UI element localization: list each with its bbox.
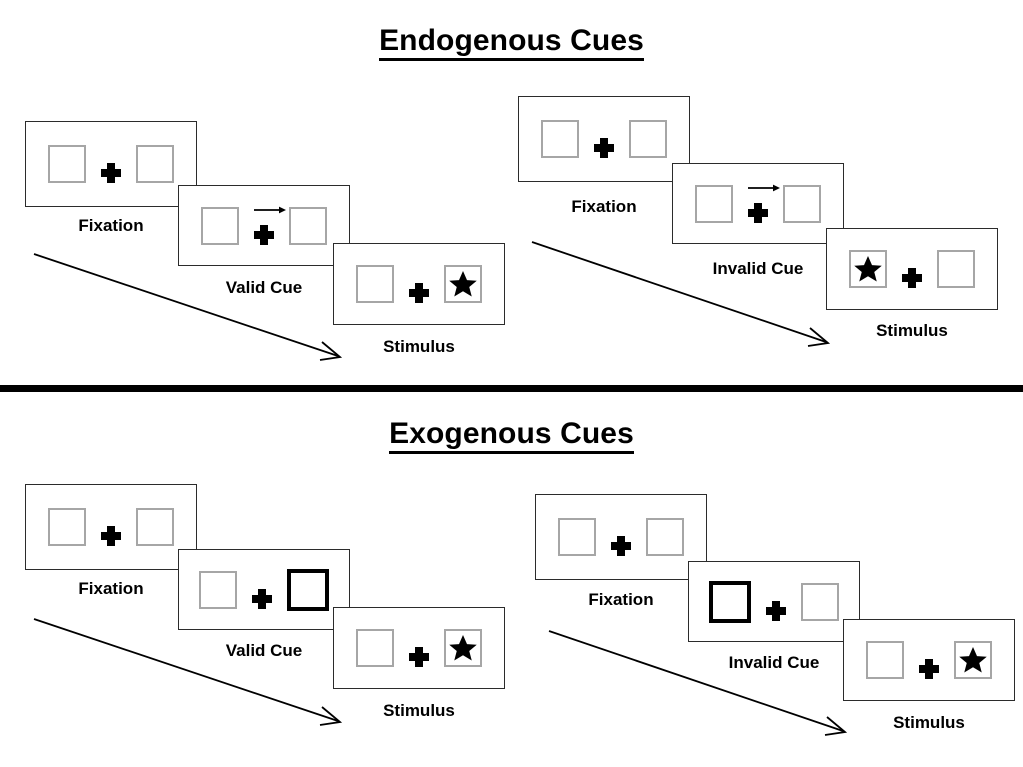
placeholder-box-right bbox=[136, 508, 174, 546]
panel-endogenous-valid-fixation bbox=[25, 121, 197, 207]
plus-icon bbox=[100, 525, 122, 547]
panel-label-endogenous-invalid-stimulus: Stimulus bbox=[876, 321, 948, 340]
panel-endogenous-invalid-fixation bbox=[518, 96, 690, 182]
fixation-cross-wrap bbox=[100, 144, 122, 184]
placeholder-box-left bbox=[558, 518, 596, 556]
panel-label-endogenous-valid-stimulus: Stimulus bbox=[383, 337, 455, 356]
plus-icon bbox=[610, 535, 632, 557]
timeline-arrow-icon bbox=[531, 241, 831, 347]
cued-box-right bbox=[287, 568, 329, 611]
placeholder-box-right bbox=[289, 206, 327, 245]
placeholder-box-left bbox=[356, 265, 394, 303]
plus-icon bbox=[408, 282, 430, 304]
panel-label-endogenous-invalid-fixation: Fixation bbox=[571, 197, 637, 216]
placeholder-box-right bbox=[136, 145, 174, 183]
panel-label-exogenous-invalid-fixation: Fixation bbox=[588, 590, 654, 609]
panel-label-exogenous-invalid-stimulus: Stimulus bbox=[893, 713, 965, 732]
section-title-exogenous-text: Exogenous Cues bbox=[389, 417, 634, 454]
star-icon bbox=[854, 256, 882, 282]
plus-icon bbox=[765, 600, 787, 622]
placeholder-box-right bbox=[646, 518, 684, 556]
panel-exogenous-valid-fixation bbox=[25, 484, 197, 570]
panel-exogenous-invalid-fixation bbox=[535, 494, 707, 580]
section-title-endogenous-text: Endogenous Cues bbox=[379, 24, 644, 61]
section-divider bbox=[0, 385, 1023, 392]
plus-icon bbox=[747, 202, 769, 224]
plus-icon bbox=[408, 646, 430, 668]
fixation-cross-wrap bbox=[253, 206, 286, 246]
section-title-exogenous: Exogenous Cues bbox=[0, 417, 1023, 454]
fixation-cross-wrap bbox=[100, 507, 122, 547]
section-title-endogenous: Endogenous Cues bbox=[0, 24, 1023, 61]
placeholder-box-left bbox=[695, 184, 733, 223]
fixation-cross-wrap bbox=[901, 249, 923, 289]
plus-icon bbox=[100, 162, 122, 184]
fixation-cross-wrap bbox=[747, 184, 780, 224]
panel-label-endogenous-valid-cue: Valid Cue bbox=[225, 278, 303, 297]
timeline-arrow-icon bbox=[33, 618, 343, 726]
cued-box-left bbox=[709, 580, 751, 623]
plus-icon bbox=[251, 588, 273, 610]
timeline-arrow-icon bbox=[548, 630, 848, 736]
placeholder-box-right bbox=[444, 265, 482, 303]
placeholder-box-left bbox=[48, 145, 86, 183]
panel-endogenous-valid-cue bbox=[178, 185, 350, 266]
placeholder-box-right bbox=[801, 582, 839, 621]
placeholder-box-left bbox=[48, 508, 86, 546]
panel-label-endogenous-valid-fixation: Fixation bbox=[78, 216, 144, 235]
panel-exogenous-valid-stimulus bbox=[333, 607, 505, 689]
fixation-cross-wrap bbox=[408, 264, 430, 304]
arrow-right-icon bbox=[254, 206, 286, 213]
plus-icon bbox=[253, 224, 275, 246]
panel-label-exogenous-valid-stimulus: Stimulus bbox=[383, 701, 455, 720]
fixation-cross-wrap bbox=[918, 640, 940, 680]
placeholder-box-right bbox=[954, 641, 992, 679]
placeholder-box-left bbox=[541, 120, 579, 158]
timeline-arrow-icon bbox=[33, 253, 343, 361]
placeholder-box-left bbox=[356, 629, 394, 667]
placeholder-box-right bbox=[783, 184, 821, 223]
panel-label-exogenous-valid-cue: Valid Cue bbox=[225, 641, 303, 660]
star-icon bbox=[959, 647, 987, 673]
panel-label-exogenous-valid-fixation: Fixation bbox=[78, 579, 144, 598]
star-icon bbox=[449, 635, 477, 661]
panel-endogenous-invalid-cue bbox=[672, 163, 844, 244]
panel-exogenous-valid-cue bbox=[178, 549, 350, 630]
plus-icon bbox=[593, 137, 615, 159]
panel-label-endogenous-invalid-cue: Invalid Cue bbox=[712, 259, 804, 278]
fixation-cross-wrap bbox=[408, 628, 430, 668]
fixation-cross-wrap bbox=[251, 570, 273, 610]
plus-icon bbox=[901, 267, 923, 289]
placeholder-box-right bbox=[629, 120, 667, 158]
placeholder-box-right bbox=[937, 250, 975, 288]
panel-exogenous-invalid-stimulus bbox=[843, 619, 1015, 701]
placeholder-box-left bbox=[201, 206, 239, 245]
arrow-right-icon bbox=[748, 184, 780, 191]
panel-endogenous-invalid-stimulus bbox=[826, 228, 998, 310]
panel-exogenous-invalid-cue bbox=[688, 561, 860, 642]
placeholder-box-left bbox=[849, 250, 887, 288]
placeholder-box-left bbox=[866, 641, 904, 679]
fixation-cross-wrap bbox=[765, 582, 787, 622]
placeholder-box-left bbox=[199, 570, 237, 609]
panel-endogenous-valid-stimulus bbox=[333, 243, 505, 325]
placeholder-box-right bbox=[444, 629, 482, 667]
fixation-cross-wrap bbox=[593, 119, 615, 159]
fixation-cross-wrap bbox=[610, 517, 632, 557]
plus-icon bbox=[918, 658, 940, 680]
panel-label-exogenous-invalid-cue: Invalid Cue bbox=[728, 653, 820, 672]
star-icon bbox=[449, 271, 477, 297]
